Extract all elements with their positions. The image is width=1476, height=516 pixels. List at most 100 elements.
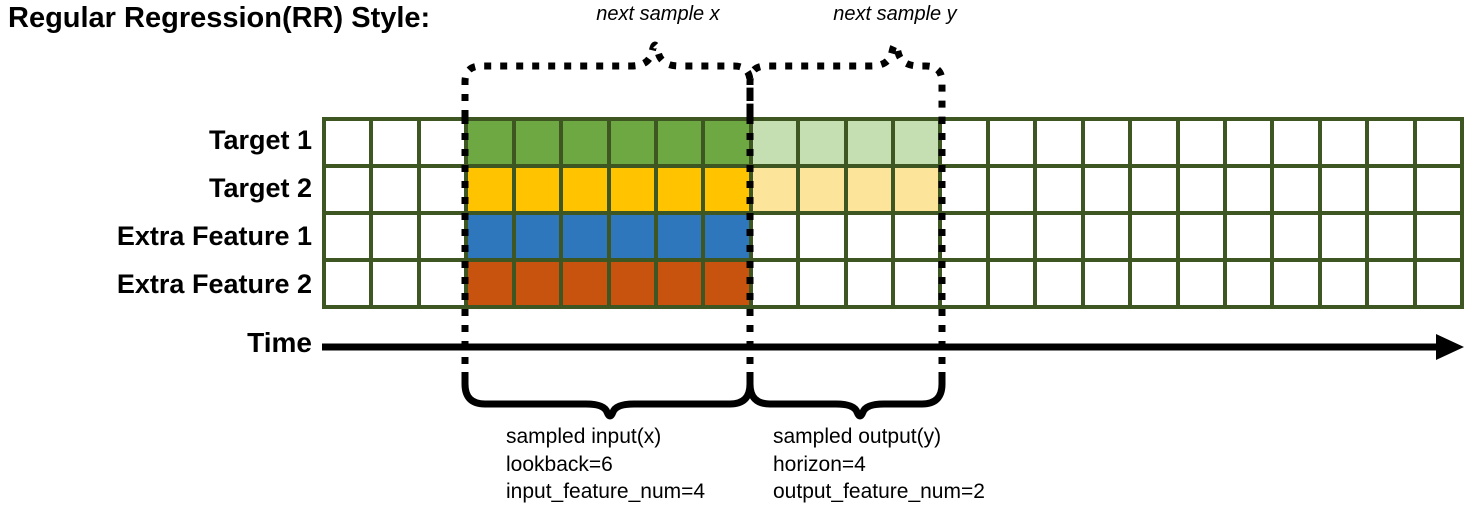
grid-cell (1321, 168, 1366, 211)
grid-cell (515, 168, 560, 211)
grid-cell (1037, 168, 1081, 211)
grid-cell (942, 262, 986, 305)
grid-cell (847, 215, 891, 258)
annotation-next-sample-y: next sample y (833, 3, 957, 25)
grid-cell (657, 168, 702, 211)
grid-cell (373, 168, 417, 211)
grid-cell (989, 262, 1034, 305)
grid-cell (895, 121, 939, 164)
grid-cell (326, 168, 370, 211)
grid-cell (610, 168, 654, 211)
grid-cell (326, 121, 370, 164)
grid-cell (1416, 168, 1460, 211)
grid-cell (1369, 121, 1413, 164)
grid-cell (989, 168, 1034, 211)
caption-output-line-2: horizon=4 (773, 452, 866, 476)
time-axis-arrow (322, 334, 1464, 360)
grid-cell (1084, 121, 1129, 164)
grid-cell (373, 121, 417, 164)
grid-cell (1084, 168, 1129, 211)
grid-cell (705, 262, 749, 305)
row-label-extra-feature-1: Extra Feature 1 (116, 221, 312, 251)
grid-cell (989, 215, 1034, 258)
grid-cell (1179, 168, 1223, 211)
grid-cell (800, 168, 844, 211)
grid-cell (326, 215, 370, 258)
caption-input-line-2: lookback=6 (506, 452, 613, 476)
grid-cell (1179, 262, 1223, 305)
grid-cell (563, 262, 607, 305)
grid-cell (563, 168, 607, 211)
grid-cell (1416, 215, 1460, 258)
grid-cell (1369, 262, 1413, 305)
grid-cell (1132, 121, 1176, 164)
grid-cell (1226, 168, 1271, 211)
grid-cell (1132, 215, 1176, 258)
page-title: Regular Regression(RR) Style: (8, 2, 431, 34)
grid-cell (989, 121, 1034, 164)
row-label-extra-feature-2: Extra Feature 2 (116, 269, 312, 299)
caption-input-line-3: input_feature_num=4 (506, 480, 706, 504)
grid-cell (468, 121, 512, 164)
grid-cell (847, 262, 891, 305)
caption-sampled-output: sampled output(y) horizon=4 output_featu… (773, 423, 985, 506)
grid-cell (373, 262, 417, 305)
grid-cell (1132, 262, 1176, 305)
grid-cell (1321, 262, 1366, 305)
grid-cell (847, 168, 891, 211)
grid-cell (705, 215, 749, 258)
grid-cell (1369, 168, 1413, 211)
grid-cell (373, 215, 417, 258)
grid-cell (1416, 262, 1460, 305)
grid-cell (610, 121, 654, 164)
grid-cell (752, 168, 797, 211)
grid-cell (752, 121, 797, 164)
grid-cell (1037, 262, 1081, 305)
grid-cell (657, 215, 702, 258)
grid-cell (1321, 121, 1366, 164)
grid-cell (847, 121, 891, 164)
grid-cell (1274, 262, 1318, 305)
grid-cell (752, 262, 797, 305)
grid-cell (563, 215, 607, 258)
grid-cell (420, 121, 465, 164)
brace-sampled-output (746, 372, 946, 420)
dotted-brace-next-sample-y (746, 41, 946, 117)
grid-cell (420, 262, 465, 305)
row-label-column: Target 1 Target 2 Extra Feature 1 Extra … (0, 117, 312, 309)
caption-input-line-1: sampled input(x) (506, 425, 662, 448)
grid-cell (610, 262, 654, 305)
brace-sampled-input (461, 372, 754, 420)
grid-cell (326, 262, 370, 305)
grid-cell (1369, 215, 1413, 258)
grid-cell (942, 121, 986, 164)
grid-cell (1226, 121, 1271, 164)
grid-cell (515, 121, 560, 164)
grid-cell (1132, 168, 1176, 211)
grid-cell (705, 121, 749, 164)
grid-cell (800, 121, 844, 164)
grid-cell (1226, 262, 1271, 305)
grid-cell (468, 168, 512, 211)
caption-sampled-input: sampled input(x) lookback=6 input_featur… (506, 423, 705, 506)
grid-cell (1037, 215, 1081, 258)
grid-cell (1274, 215, 1318, 258)
grid-cell (515, 215, 560, 258)
grid-cell (657, 121, 702, 164)
row-label-target-1: Target 1 (208, 125, 312, 155)
grid-cell (800, 215, 844, 258)
grid-cell (895, 215, 939, 258)
grid-cell (1274, 168, 1318, 211)
grid-cell (705, 168, 749, 211)
grid-cell (1226, 215, 1271, 258)
grid-cell (942, 215, 986, 258)
grid-cell (942, 168, 986, 211)
grid-cell (610, 215, 654, 258)
grid-cell (563, 121, 607, 164)
grid-cell (895, 168, 939, 211)
dotted-brace-next-sample-x (461, 41, 754, 117)
grid-cell (800, 262, 844, 305)
timeseries-grid (322, 117, 1464, 309)
grid-cell (1179, 121, 1223, 164)
